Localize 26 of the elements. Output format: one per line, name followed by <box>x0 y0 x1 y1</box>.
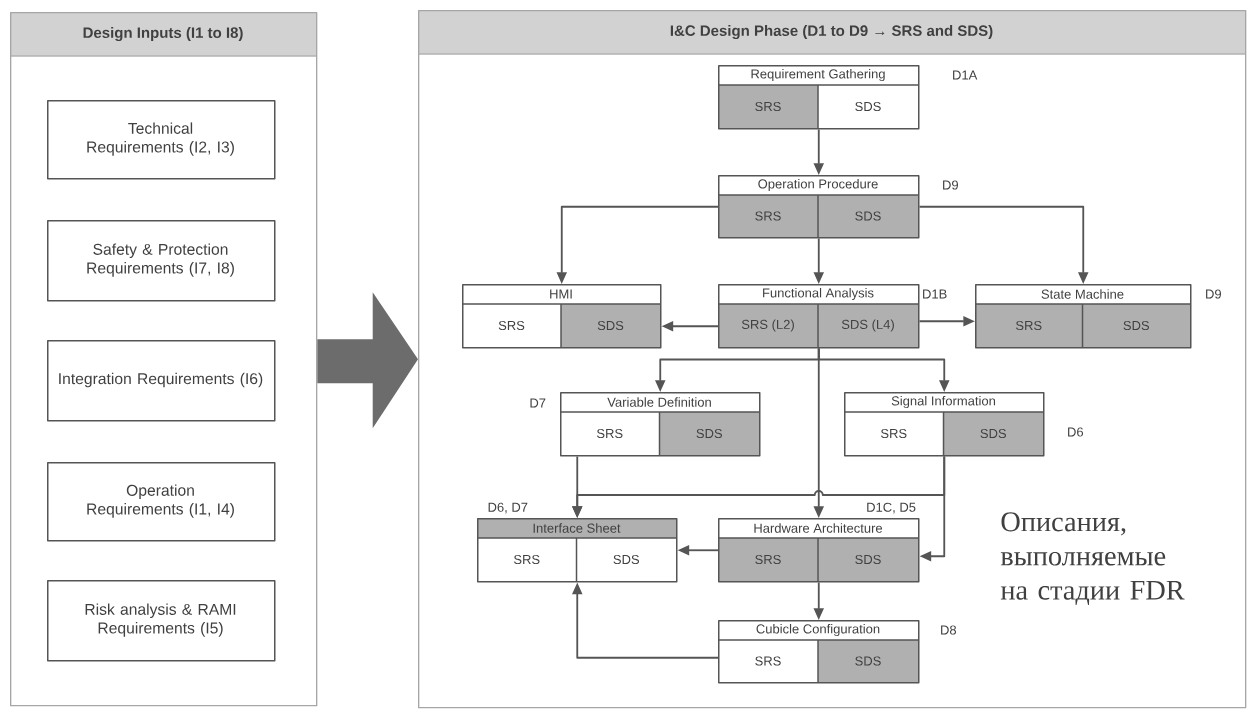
stage-code: D6, D7 <box>488 502 528 514</box>
requirement-box: Integration Requirements (I6) <box>47 340 276 422</box>
stage-code: D7 <box>530 398 546 408</box>
process-card: Interface Sheet SRS SDS <box>476 518 678 583</box>
process-card: Requirement Gathering SRS SDS <box>717 65 920 130</box>
requirement-box: Operation Requirements (I1, I4) <box>47 462 276 542</box>
process-card: State Machine SRS SDS <box>974 284 1192 349</box>
stage-code: D9 <box>943 180 958 190</box>
process-card: Variable Definition SRS SDS <box>559 392 761 457</box>
process-card: Operation Procedure SRS SDS <box>717 175 920 239</box>
requirement-box: Risk analysis & RAMI Requirements (I5) <box>47 580 276 662</box>
block-arrow <box>317 292 418 429</box>
process-card: Signal Information SRS SDS <box>843 392 1045 457</box>
stage-code: D1B <box>923 289 947 299</box>
caption-text: Описания, выполняемые на стадии FDR <box>1000 512 1185 605</box>
stage-code: D8 <box>941 625 957 635</box>
process-card: Cubicle Configuration SRS SDS <box>717 620 920 684</box>
stage-code: D1A <box>953 70 978 80</box>
process-card: HMI SRS SDS <box>461 284 662 349</box>
requirement-box: Safety & Protection Requirements (I7, I8) <box>47 220 276 302</box>
process-card: Hardware Architecture SRS SDS <box>717 518 920 583</box>
stage-code: D1C, D5 <box>867 502 916 514</box>
stage-code: D9 <box>1206 289 1221 299</box>
process-card: Functional Analysis SRS (L2) SDS (L4) <box>717 284 920 349</box>
stage-code: D6 <box>1068 427 1084 437</box>
requirement-box: Technical Requirements (I2, I3) <box>47 100 276 180</box>
